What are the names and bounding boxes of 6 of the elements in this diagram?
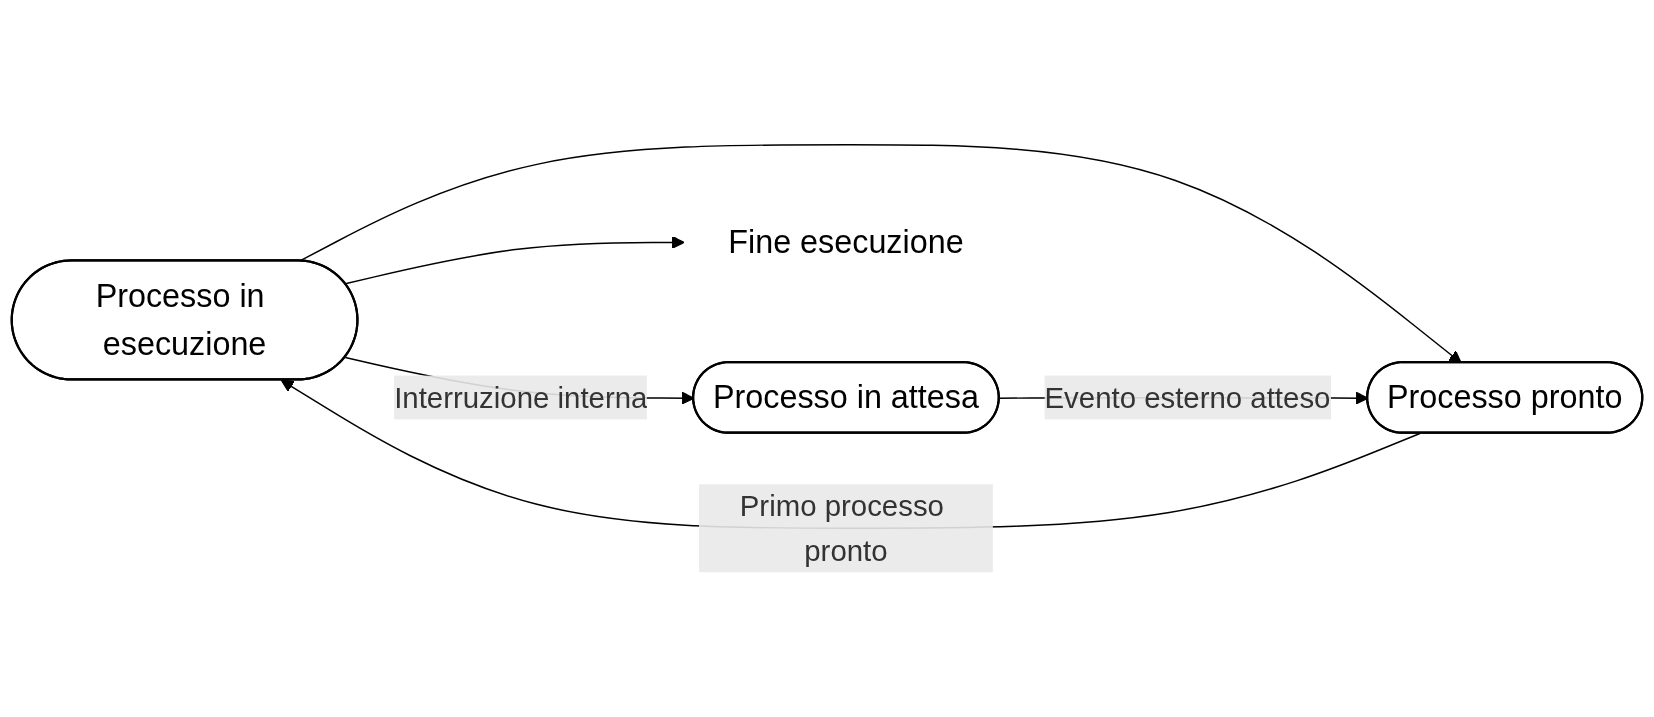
arrow (280, 379, 1421, 529)
node-text: Fine esecuzione (728, 224, 964, 261)
edge-label: Evento esterno atteso (1044, 381, 1331, 414)
edge-label: Interruzione interna (394, 381, 648, 414)
edge-label: Primo processo pronto (739, 490, 944, 567)
arrow (344, 235, 685, 285)
